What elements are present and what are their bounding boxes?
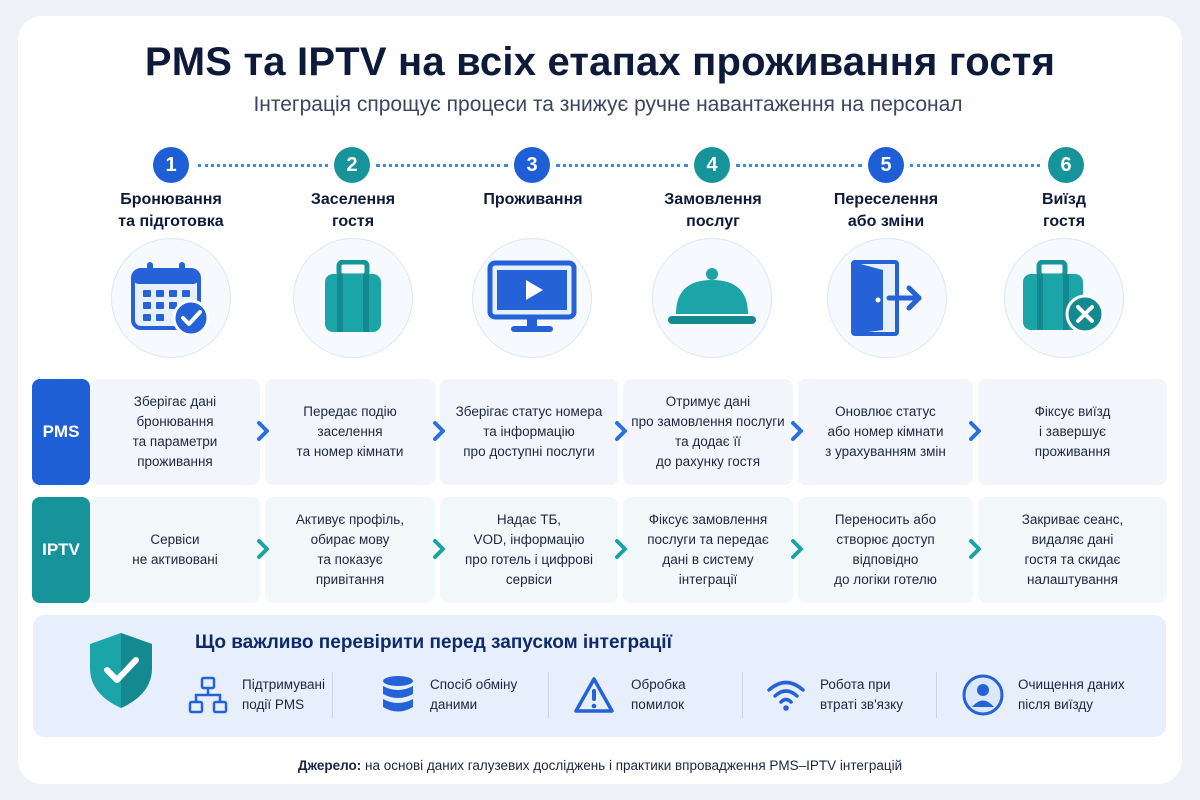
step-number-3: 3	[514, 147, 550, 183]
stage-icon-circle	[472, 238, 592, 358]
chevron-right-icon	[433, 539, 445, 559]
checklist-item: Обробка помилок	[573, 670, 686, 720]
checklist-divider	[742, 672, 743, 718]
iptv-row-label: IPTV	[32, 497, 90, 603]
timeline-connector	[376, 164, 508, 167]
stage-icon-circle	[652, 238, 772, 358]
chevron-right-icon	[257, 539, 269, 559]
pms-cell-5: Оновлює статус або номер кімнати з ураху…	[798, 379, 973, 485]
checklist-item: Підтримувані події PMS	[188, 670, 325, 720]
stage-icon-circle	[827, 238, 947, 358]
source-note: Джерело: на основі даних галузевих дослі…	[297, 758, 903, 773]
step-number-4: 4	[694, 147, 730, 183]
checklist-title: Що важливо перевірити перед запуском інт…	[195, 632, 672, 653]
wifi-icon	[767, 680, 805, 711]
chevron-right-icon	[969, 539, 981, 559]
step-number-5: 5	[868, 147, 904, 183]
checklist-item: Робота при втраті зв'язку	[766, 670, 903, 720]
stage-icon-circle	[1004, 238, 1124, 358]
step-title-4: Замовлення послуг	[664, 191, 762, 230]
pms-cell-2: Передає подію заселення та номер кімнати	[265, 379, 435, 485]
page-title: PMS та IPTV на всіх етапах проживання го…	[144, 40, 1056, 84]
page-subtitle: Інтеграція спрощує процеси та знижує руч…	[253, 93, 963, 116]
step-number-2: 2	[334, 147, 370, 183]
suitcase-icon	[325, 260, 381, 332]
chevron-right-icon	[791, 421, 803, 441]
pms-cell-4: Отримує дані про замовлення послуги та д…	[623, 379, 793, 485]
iptv-cell-2: Активує профіль, обирає мову та показує …	[265, 497, 435, 603]
checklist-divider	[548, 672, 549, 718]
iptv-cell-4: Фіксує замовлення послуги та передає дан…	[623, 497, 793, 603]
iptv-cell-6: Закриває сеанс, видаляє дані гостя та ск…	[978, 497, 1167, 603]
hierarchy-icon	[188, 676, 228, 714]
step-title-1: Бронювання та підготовка	[118, 191, 224, 230]
chevron-right-icon	[433, 421, 445, 441]
checklist-divider	[936, 672, 937, 718]
iptv-cell-3: Надає ТБ, VOD, інформацію про готель і ц…	[440, 497, 618, 603]
checklist-item: Очищення даних після виїзду	[962, 670, 1125, 720]
timeline-connector	[736, 164, 862, 167]
warning-icon	[574, 677, 614, 713]
pms-cell-1: Зберігає дані бронювання та параметри пр…	[90, 379, 260, 485]
iptv-cell-5: Переносить або створює доступ відповідно…	[798, 497, 973, 603]
room-service-bell-icon	[668, 268, 756, 324]
chevron-right-icon	[615, 539, 627, 559]
timeline-connector	[910, 164, 1040, 167]
shield-check-icon	[90, 633, 152, 708]
database-icon	[383, 676, 413, 712]
stage-icon-circle	[111, 238, 231, 358]
step-title-6: Виїзд гостя	[1042, 191, 1086, 230]
pms-cell-6: Фіксує виїзд і завершує проживання	[978, 379, 1167, 485]
timeline-connector	[198, 164, 328, 167]
chevron-right-icon	[791, 539, 803, 559]
tv-play-icon	[487, 260, 577, 332]
checklist-divider	[332, 672, 333, 718]
calendar-check-icon	[131, 262, 210, 336]
pms-cell-3: Зберігає статус номера та інформацію про…	[440, 379, 618, 485]
step-title-5: Переселення або зміни	[833, 191, 939, 230]
step-title-3: Проживання	[483, 191, 583, 208]
pms-row-label: PMS	[32, 379, 90, 485]
chevron-right-icon	[257, 421, 269, 441]
chevron-right-icon	[615, 421, 627, 441]
step-title-2: Заселення гостя	[310, 191, 396, 230]
iptv-cell-1: Сервіси не активовані	[90, 497, 260, 603]
step-number-1: 1	[153, 147, 189, 183]
suitcase-cancel-icon	[1023, 260, 1105, 334]
checklist-item: Спосіб обміну даними	[380, 670, 517, 720]
step-number-6: 6	[1048, 147, 1084, 183]
timeline-connector	[556, 164, 688, 167]
door-exit-icon	[851, 260, 922, 336]
user-circle-icon	[962, 674, 1004, 716]
chevron-right-icon	[969, 421, 981, 441]
stage-icon-circle	[293, 238, 413, 358]
